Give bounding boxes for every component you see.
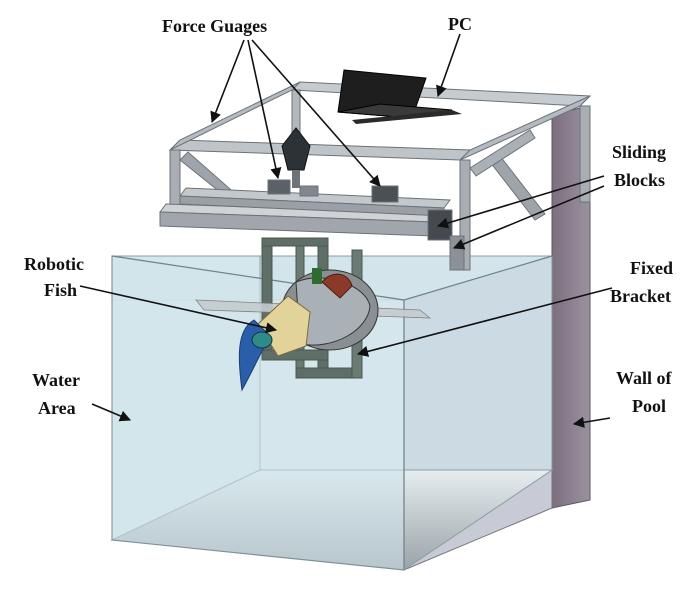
laptop-icon bbox=[337, 69, 462, 124]
label-force-guages: Force Guages bbox=[162, 16, 267, 36]
label-blocks: Blocks bbox=[614, 170, 665, 190]
label-area: Area bbox=[38, 398, 76, 418]
label-fish: Fish bbox=[44, 280, 77, 300]
force-gauge-icon bbox=[281, 127, 311, 188]
label-bracket: Bracket bbox=[610, 286, 671, 306]
label-pool: Pool bbox=[632, 396, 666, 416]
label-fixed: Fixed bbox=[630, 258, 673, 278]
leader-lines bbox=[79, 33, 613, 428]
labels: Force Guages PC Sliding Blocks Robotic F… bbox=[24, 14, 673, 418]
label-pc: PC bbox=[448, 14, 472, 34]
label-sliding: Sliding bbox=[612, 142, 666, 162]
label-wall-of: Wall of bbox=[616, 368, 673, 388]
robotic-fish bbox=[195, 268, 432, 392]
label-water: Water bbox=[32, 370, 80, 390]
label-robotic: Robotic bbox=[24, 254, 84, 274]
